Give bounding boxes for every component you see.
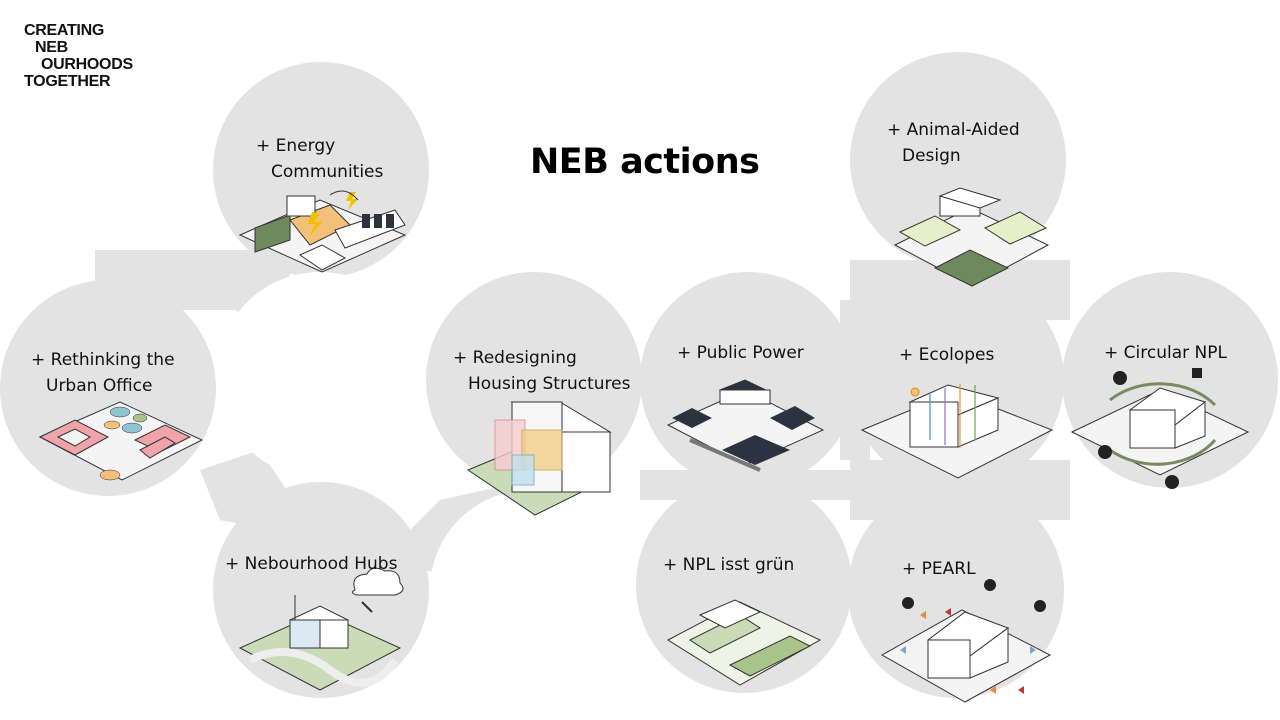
action-neighbourhood-hubs[interactable]: + Nebourhood Hubs (225, 551, 397, 577)
action-label: + Energy (256, 136, 336, 156)
urban-office-illustration (38, 401, 204, 481)
cloud-icon (351, 567, 404, 596)
action-label: + NPL isst grün (663, 555, 795, 575)
lightning-icon (346, 192, 358, 210)
logo-line-3: OURHOODS (41, 56, 133, 73)
action-energy-communities[interactable]: + Energy Communities (256, 133, 383, 185)
animal-aided-design-illustration (893, 187, 1050, 287)
action-label: Housing Structures (468, 374, 631, 394)
logo-line-2: NEB (35, 39, 68, 56)
action-label: Communities (271, 162, 384, 182)
neighbourhood-hubs-illustration (238, 567, 404, 691)
action-label: + Public Power (677, 343, 804, 363)
action-rethinking-urban-office[interactable]: + Rethinking the Urban Office (31, 347, 175, 399)
action-label: + Ecolopes (899, 345, 995, 365)
action-redesigning-housing[interactable]: + Redesigning Housing Structures (453, 345, 630, 397)
circular-npl-illustration (1070, 368, 1250, 489)
gear-icon (1165, 475, 1179, 489)
theater-masks-icon (1034, 600, 1046, 612)
performer-icon (902, 597, 914, 609)
public-power-illustration (666, 379, 825, 472)
action-ecolopes[interactable]: + Ecolopes (899, 342, 994, 368)
action-label: + Nebourhood Hubs (225, 554, 398, 574)
page-title: NEB actions (530, 142, 760, 182)
blob-gaps (28, 70, 1270, 690)
action-label: + Redesigning (453, 348, 577, 368)
action-npl-isst-gruen[interactable]: + NPL isst grün (663, 552, 794, 578)
tools-icon (1192, 368, 1202, 378)
guitar-icon (984, 579, 996, 591)
action-label: Design (902, 146, 961, 166)
action-animal-aided-design[interactable]: + Animal-Aided Design (887, 117, 1020, 169)
lightning-icon (308, 212, 322, 236)
action-public-power[interactable]: + Public Power (677, 340, 804, 366)
logo-line-4: TOGETHER (24, 73, 111, 90)
action-circular-npl[interactable]: + Circular NPL (1104, 340, 1227, 366)
housing-structures-illustration (466, 401, 612, 516)
action-label: Urban Office (46, 376, 153, 396)
action-label: + Circular NPL (1104, 343, 1227, 363)
brand-logo: CREATING NEB OURHOODS TOGETHER (24, 22, 133, 90)
action-label: + PEARL (902, 559, 976, 579)
energy-communities-illustration (238, 190, 407, 273)
recycle-icon (1098, 445, 1112, 459)
leaf-icon (1113, 371, 1127, 385)
npl-isst-gruen-illustration (666, 599, 822, 686)
ecolopes-illustration (860, 384, 1054, 479)
action-label: + Rethinking the (31, 350, 175, 370)
action-pearl[interactable]: + PEARL (902, 556, 976, 582)
logo-line-1: CREATING (24, 22, 104, 39)
pearl-illustration (880, 579, 1052, 703)
action-label: + Animal-Aided (887, 120, 1020, 140)
